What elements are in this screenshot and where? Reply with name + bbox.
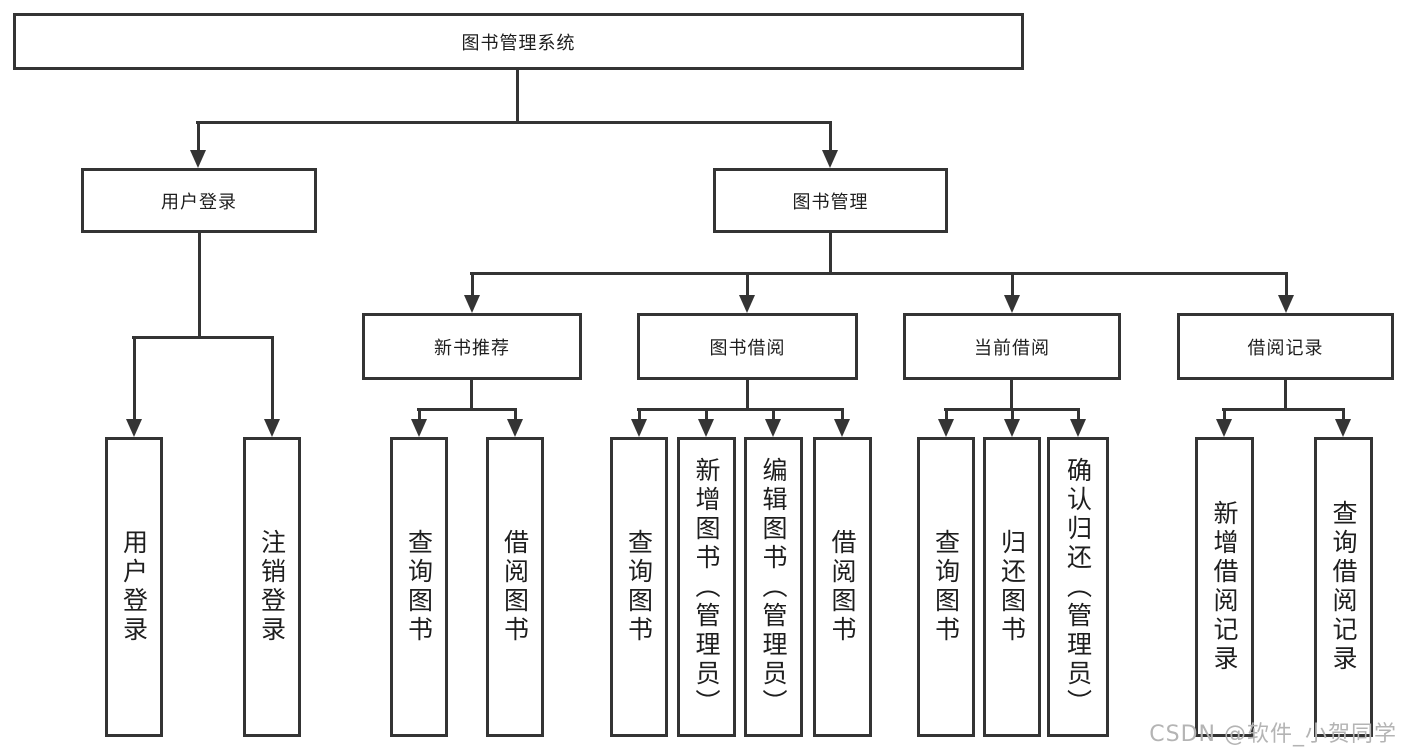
arrowhead-down-icon [507,419,523,437]
arrowhead-down-icon [1278,295,1294,313]
leaf-user-login: 用户登录 [105,437,163,737]
connector-vline [469,380,473,411]
arrow-stem [828,121,832,152]
arrow-stem [637,408,641,421]
arrowhead-down-icon [190,150,206,168]
arrow-stem [840,408,844,421]
arrowhead-down-icon [1335,419,1351,437]
arrowhead-down-icon [264,419,280,437]
arrow-stem [1222,408,1226,421]
arrowhead-down-icon [822,150,838,168]
csdn-watermark: CSDN @软件_小贺同学 [1149,722,1397,747]
node-user-login: 用户登录 [81,168,317,233]
connector-hline [637,408,844,411]
arrowhead-down-icon [1216,419,1232,437]
arrow-stem [944,408,948,421]
leaf-borrow-add-book-admin: 新增图书（管理员） [677,437,736,737]
arrow-stem [1010,272,1014,297]
connector-vline [828,233,832,275]
connector-hline [132,336,274,339]
node-book-borrow: 图书借阅 [637,313,858,380]
connector-hline [470,272,1288,275]
arrow-stem [270,336,274,421]
leaf-logout: 注销登录 [243,437,301,737]
leaf-recommend-query-book: 查询图书 [390,437,448,737]
leaf-records-query-record: 查询借阅记录 [1314,437,1373,737]
arrow-stem [745,272,749,297]
connector-vline [1283,380,1287,411]
connector-vline [745,380,749,411]
arrow-stem [1010,408,1014,421]
arrow-stem [470,272,474,297]
arrowhead-down-icon [765,419,781,437]
arrowhead-down-icon [1070,419,1086,437]
arrow-stem [704,408,708,421]
arrow-stem [513,408,517,421]
arrow-stem [1284,272,1288,297]
arrowhead-down-icon [126,419,142,437]
node-root: 图书管理系统 [13,13,1024,70]
arrowhead-down-icon [1004,295,1020,313]
arrowhead-down-icon [411,419,427,437]
leaf-borrow-query-book: 查询图书 [610,437,668,737]
arrowhead-down-icon [739,295,755,313]
connector-hline [417,408,517,411]
leaf-current-confirm-return-admin: 确认归还（管理员） [1047,437,1109,737]
arrowhead-down-icon [631,419,647,437]
leaf-recommend-borrow-book: 借阅图书 [486,437,544,737]
leaf-borrow-edit-book-admin: 编辑图书（管理员） [744,437,803,737]
leaf-borrow-borrow-book: 借阅图书 [813,437,872,737]
arrowhead-down-icon [938,419,954,437]
node-new-book-recommend: 新书推荐 [362,313,582,380]
connector-hline [196,121,832,124]
arrow-stem [132,336,136,421]
connector-vline [197,233,201,339]
node-current-borrow: 当前借阅 [903,313,1121,380]
node-borrow-records: 借阅记录 [1177,313,1394,380]
arrow-stem [196,121,200,152]
arrowhead-down-icon [1004,419,1020,437]
leaf-current-query-book: 查询图书 [917,437,975,737]
leaf-records-add-record: 新增借阅记录 [1195,437,1254,737]
arrowhead-down-icon [698,419,714,437]
arrow-stem [1341,408,1345,421]
arrowhead-down-icon [834,419,850,437]
connector-vline [515,70,519,122]
arrow-stem [417,408,421,421]
arrow-stem [1076,408,1080,421]
node-book-management: 图书管理 [713,168,948,233]
connector-vline [1009,380,1013,411]
connector-hline [1222,408,1345,411]
arrowhead-down-icon [464,295,480,313]
arrow-stem [771,408,775,421]
leaf-current-return-book: 归还图书 [983,437,1041,737]
